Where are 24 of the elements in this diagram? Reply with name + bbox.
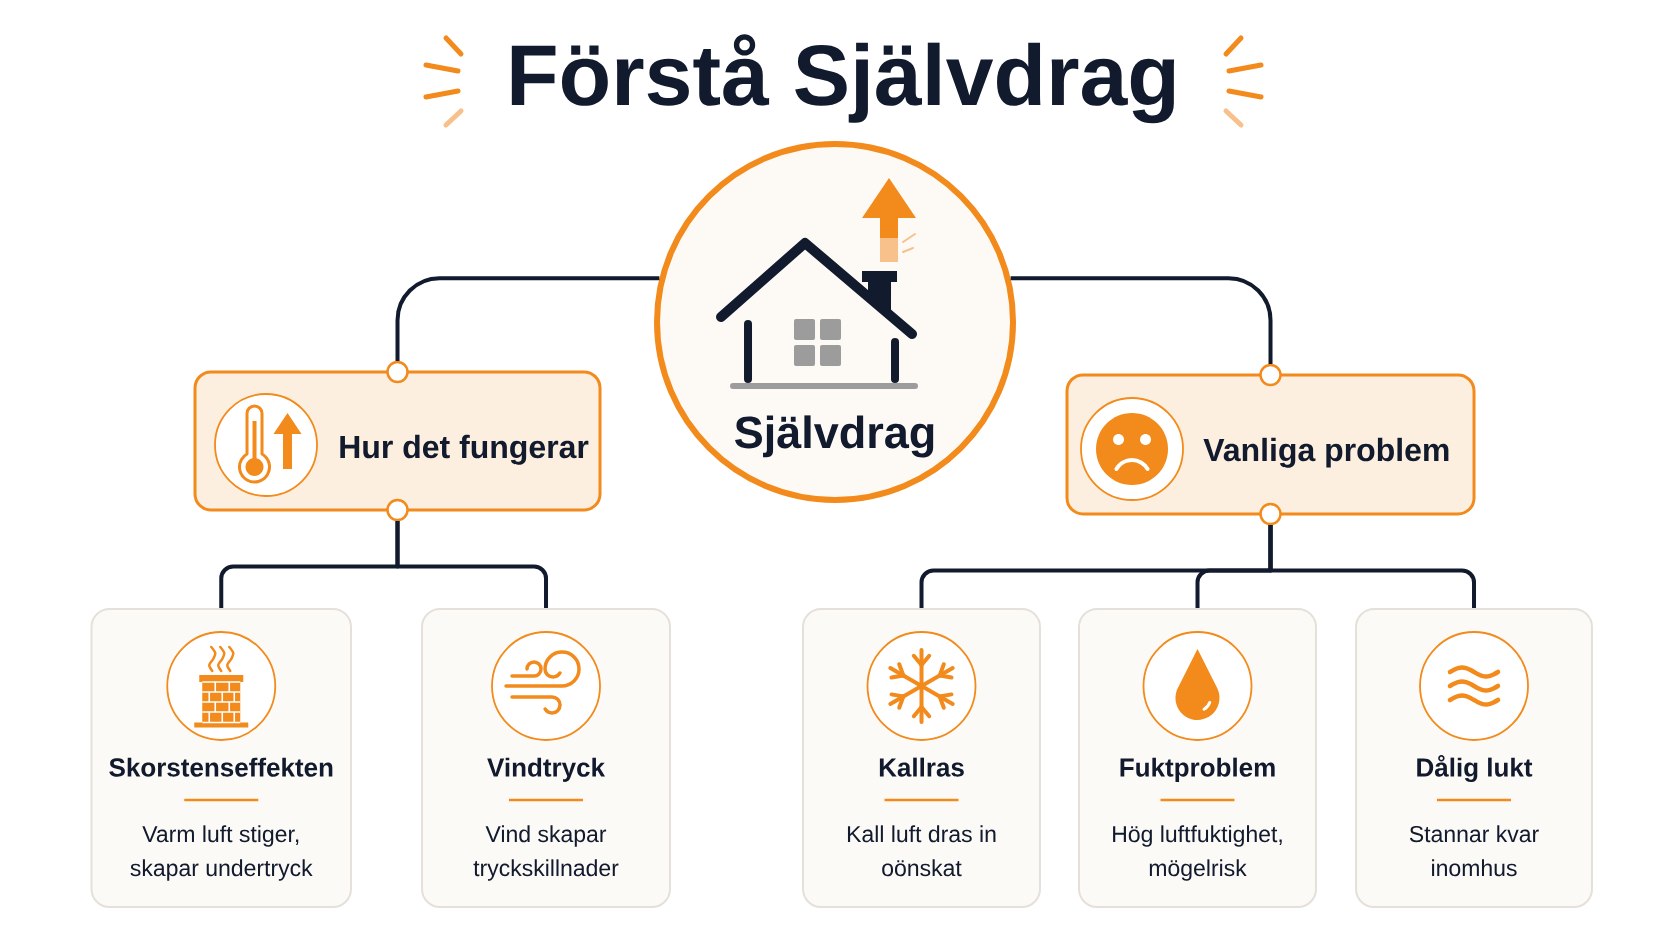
topic-card <box>421 608 671 908</box>
topic-card <box>802 608 1041 908</box>
title: Förstå Självdrag <box>511 34 1175 124</box>
card-text: Vind skapar tryckskillnader <box>473 825 619 881</box>
card-title: Dålig lukt <box>1417 755 1533 782</box>
card-text: Varm luft stiger, skapar undertryck <box>130 825 313 881</box>
box-heading: Hur det fungerar <box>340 434 589 465</box>
card-title: Kallras <box>879 757 964 777</box>
card-title: Vindtryck <box>487 757 606 782</box>
topic-card <box>1355 608 1593 908</box>
connector-line <box>1268 525 1476 608</box>
card-text: Kall luft dras in oönskat <box>847 825 996 877</box>
connector-line <box>395 521 548 608</box>
topic-card <box>90 608 352 908</box>
card-title: Skorstenseffekten <box>109 757 333 777</box>
card-title: Fuktproblem <box>1120 757 1275 782</box>
card-text: Stannar kvar inomhus <box>1409 825 1539 877</box>
hub-title: Självdrag <box>735 415 934 458</box>
connector-line <box>1010 276 1273 364</box>
connector-line <box>395 276 660 361</box>
hub-circle <box>654 141 1016 503</box>
box-heading: Vanliga problem <box>1203 437 1449 468</box>
topic-card <box>1078 608 1317 908</box>
card-text: Hög luftfuktighet, mögelrisk <box>1113 825 1282 881</box>
